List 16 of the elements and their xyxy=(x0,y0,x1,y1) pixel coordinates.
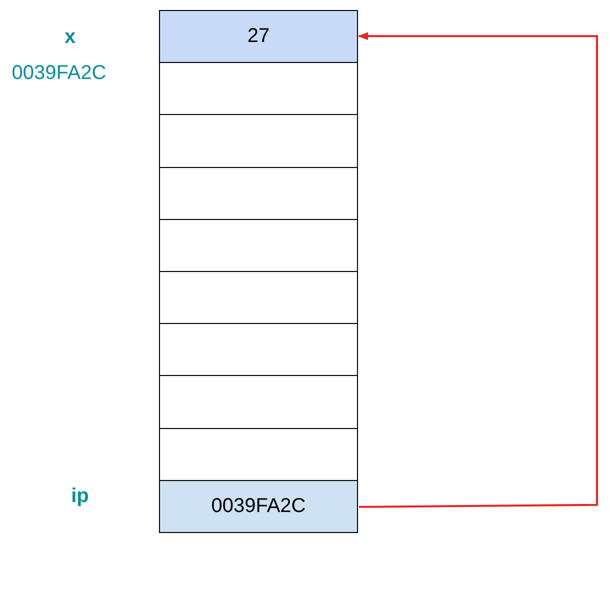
cell-value: 0039FA2C xyxy=(211,494,306,518)
memory-cell xyxy=(159,218,358,272)
memory-cell xyxy=(159,166,358,220)
memory-cell xyxy=(159,62,358,116)
memory-cell xyxy=(159,10,358,64)
cell-value: 27 xyxy=(247,25,270,48)
variable-name: x xyxy=(64,26,76,49)
arrow xyxy=(358,32,598,508)
memory-cell xyxy=(159,114,358,168)
memory-cell xyxy=(159,375,358,429)
memory-cell xyxy=(159,323,358,376)
memory-cell xyxy=(159,271,358,324)
variable-name: ip xyxy=(71,485,89,508)
memory-cell xyxy=(159,480,358,533)
memory-cell xyxy=(159,428,358,481)
memory-address: 0039FA2C xyxy=(12,62,106,85)
